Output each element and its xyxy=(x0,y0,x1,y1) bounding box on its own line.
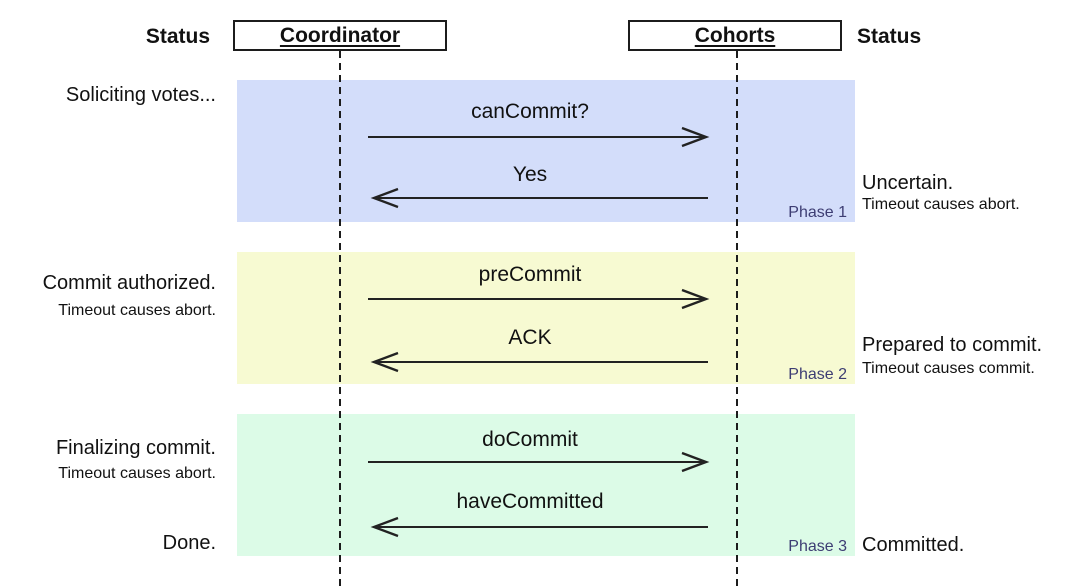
status-column-header-right: Status xyxy=(857,25,922,48)
arrow-docommit xyxy=(368,451,710,473)
phase3-tag: Phase 3 xyxy=(788,538,847,555)
cohort-status-phase1-note: Timeout causes abort. xyxy=(862,196,1020,213)
message-label-precommit: preCommit xyxy=(478,263,582,286)
arrow-precommit xyxy=(368,288,710,310)
cohorts-label: Cohorts xyxy=(694,23,776,47)
status-column-header-left: Status xyxy=(145,25,210,48)
cohort-status-phase1: Uncertain. xyxy=(862,172,954,194)
phase1-tag: Phase 1 xyxy=(788,204,847,221)
arrow-ack xyxy=(370,351,708,373)
arrow-havecommitted xyxy=(370,516,708,538)
cohorts-box: Cohorts xyxy=(628,20,842,51)
cohort-status-phase2-note: Timeout causes commit. xyxy=(862,360,1035,377)
message-label-havecommitted: haveCommitted xyxy=(456,490,604,513)
coordinator-status-phase2-note: Timeout causes abort. xyxy=(58,302,216,319)
coordinator-label: Coordinator xyxy=(279,23,401,47)
message-label-cancommit: canCommit? xyxy=(471,100,589,123)
phase2-tag: Phase 2 xyxy=(788,366,847,383)
arrow-yes xyxy=(370,187,708,209)
message-label-docommit: doCommit xyxy=(482,428,578,451)
cohort-status-phase3: Committed. xyxy=(862,534,965,556)
coordinator-status-phase1: Soliciting votes... xyxy=(65,84,216,106)
coordinator-status-phase3: Finalizing commit. xyxy=(55,437,216,459)
message-label-ack: ACK xyxy=(508,326,552,349)
coordinator-status-done: Done. xyxy=(162,532,216,554)
coordinator-status-phase3-note: Timeout causes abort. xyxy=(58,465,216,482)
coordinator-box: Coordinator xyxy=(233,20,447,51)
message-label-yes: Yes xyxy=(512,163,548,186)
arrow-cancommit xyxy=(368,126,710,148)
coordinator-status-phase2: Commit authorized. xyxy=(42,272,216,294)
cohort-status-phase2: Prepared to commit. xyxy=(862,334,1043,356)
